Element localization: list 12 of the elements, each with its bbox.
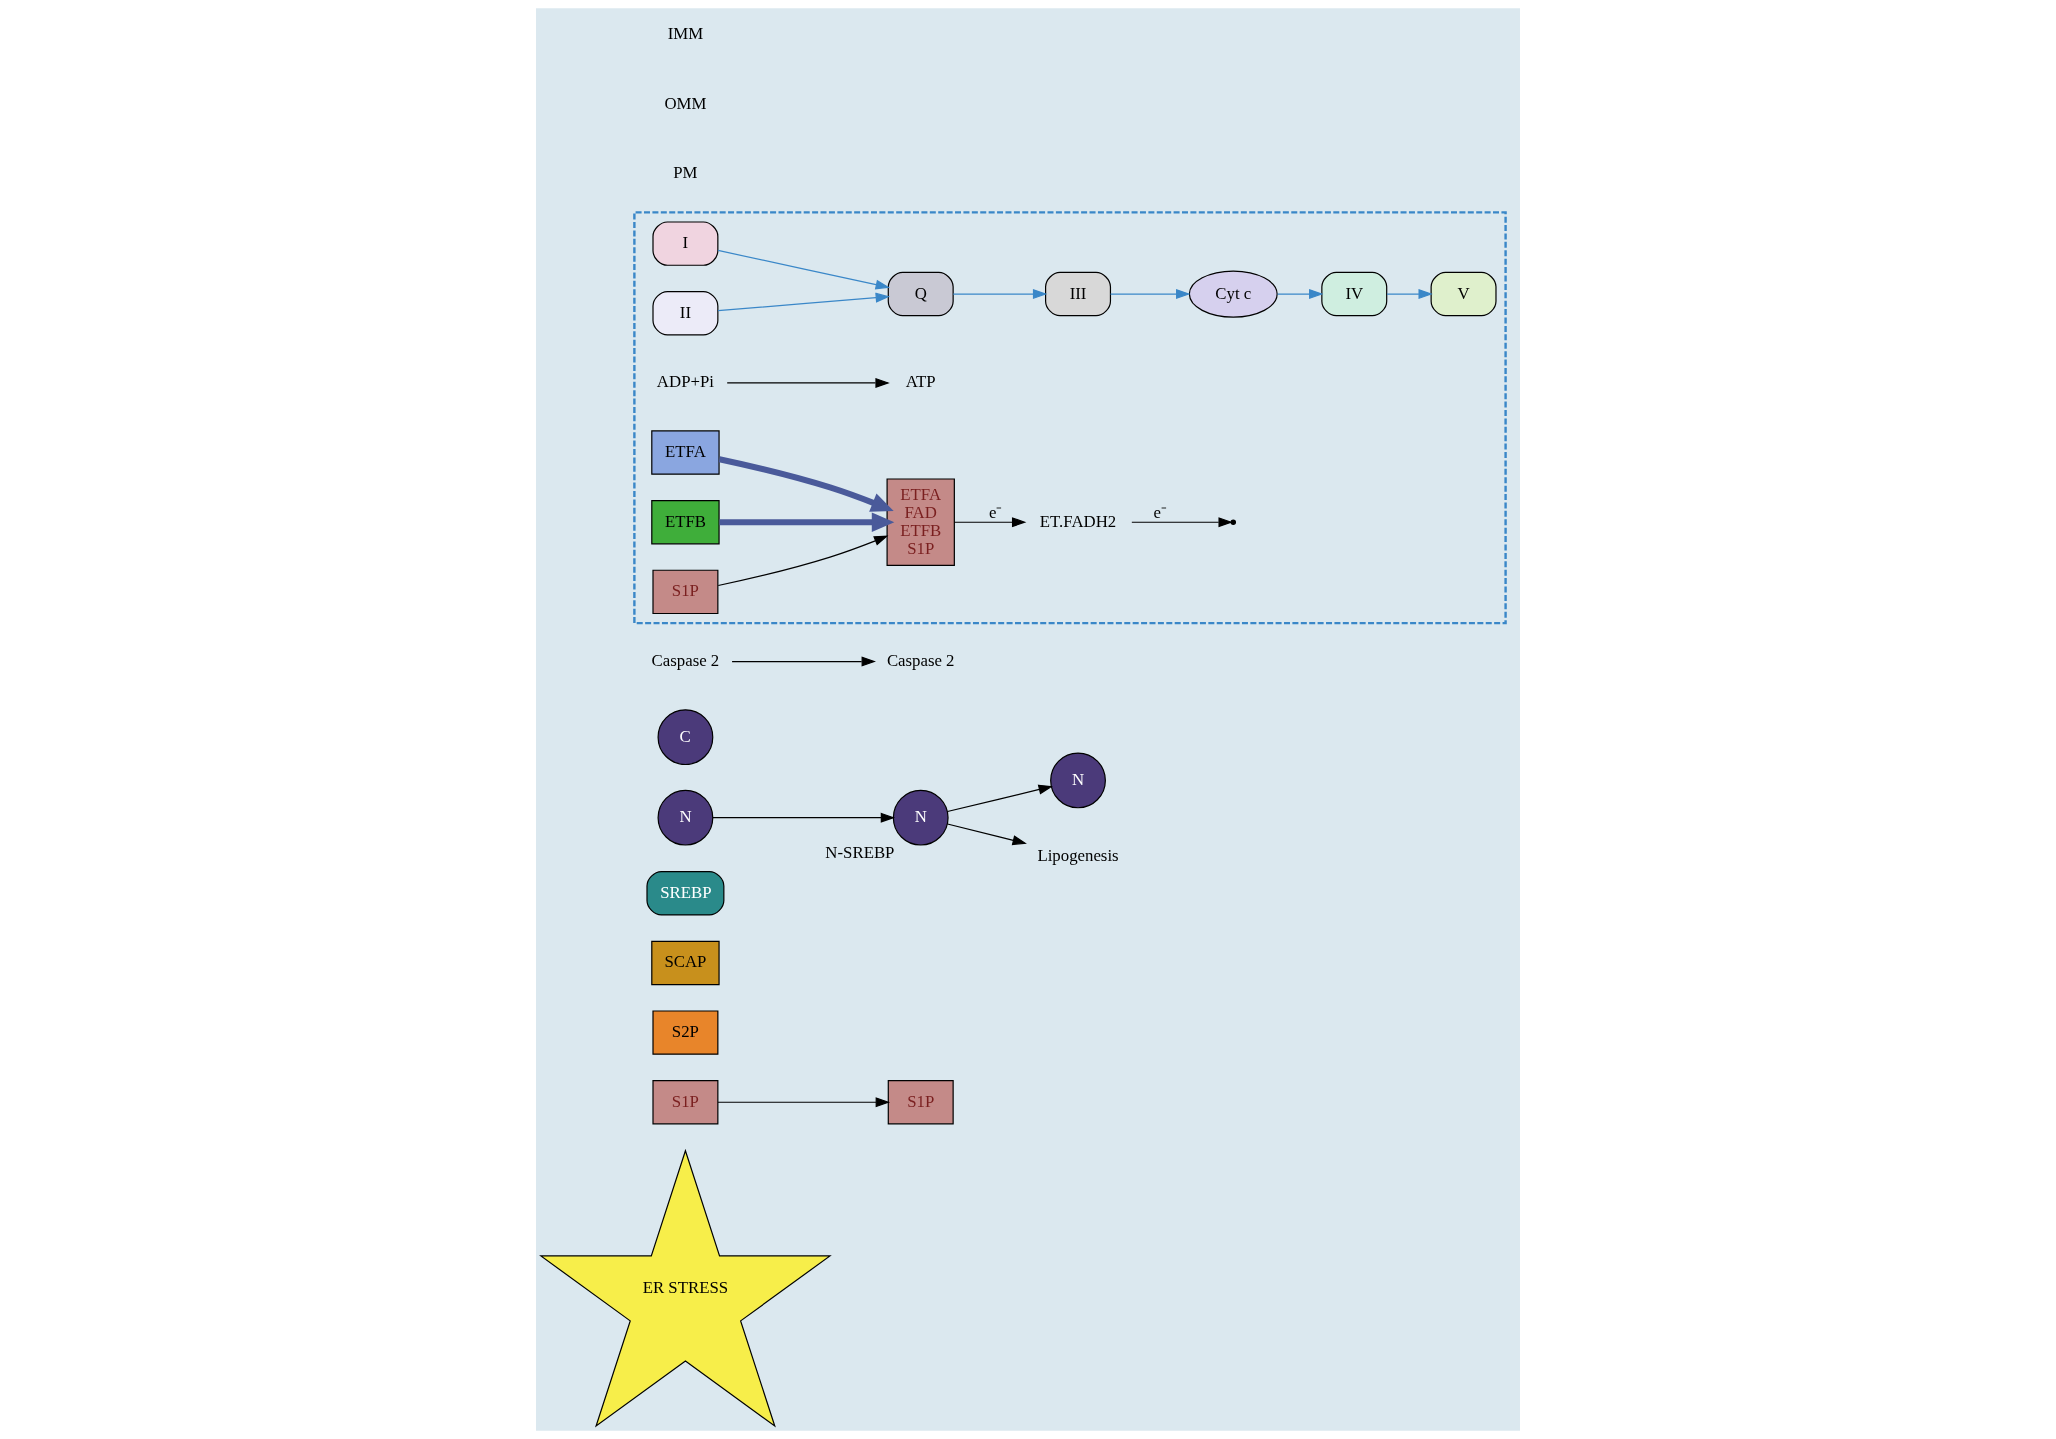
node-text: Lipogenesis [1037, 845, 1119, 865]
node-text: ET.FADH2 [1039, 511, 1117, 531]
label: IMM [667, 24, 704, 44]
node-text: ATP [905, 372, 936, 392]
label: PM [673, 163, 698, 183]
node-text: Caspase 2 [651, 650, 720, 670]
node-label: N-SREBP [825, 843, 895, 863]
node-text: Caspase 2 [886, 650, 955, 670]
edge-label: e⁻ [989, 502, 1003, 522]
label: OMM [664, 93, 707, 113]
node-text: ADP+Pi [656, 372, 714, 392]
edge-label: e⁻ [1153, 502, 1168, 522]
